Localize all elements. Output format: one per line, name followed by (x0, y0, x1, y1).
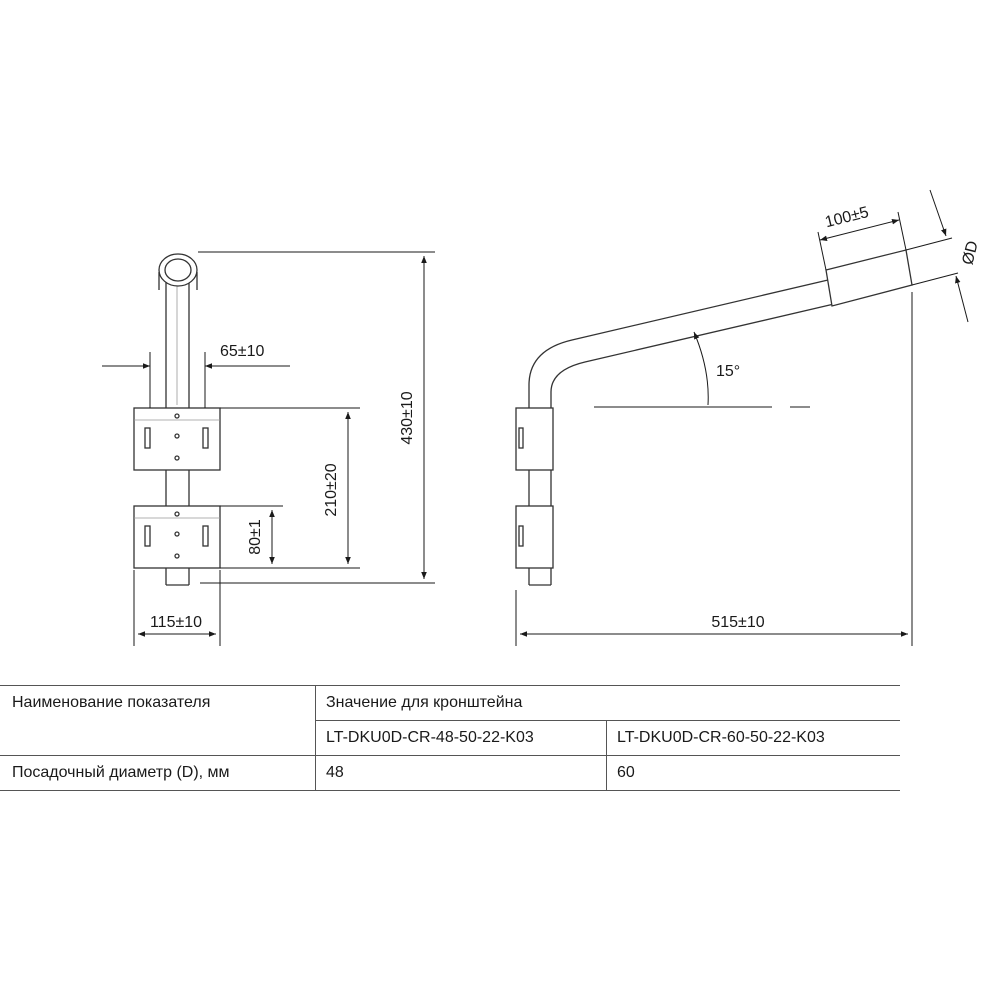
front-dimensions (102, 251, 435, 646)
header-value-cell: Значение для кронштейна (315, 685, 900, 721)
front-tube-end (158, 253, 198, 290)
model-2-cell: LT-DKU0D-CR-60-50-22-K03 (606, 720, 900, 756)
dim-height-total-label: 430±10 (399, 391, 416, 444)
table-row: Посадочный диаметр (D), мм 48 60 (0, 755, 900, 791)
dim-height-plates-label: 210±20 (323, 463, 340, 516)
table-row: Наименование показателя Значение для кро… (0, 685, 900, 721)
model-1-cell: LT-DKU0D-CR-48-50-22-K03 (315, 720, 607, 756)
row-value-1-cell: 48 (315, 755, 607, 791)
front-view (133, 253, 221, 586)
header-param-cell: Наименование показателя (0, 685, 316, 721)
front-upper-plate (133, 407, 221, 471)
empty-cell (0, 721, 316, 756)
side-upper-plate (515, 407, 554, 471)
side-lower-plate (515, 505, 554, 569)
side-dimensions (515, 189, 969, 646)
side-view (515, 249, 913, 586)
dim-height-plate-label: 80±1 (247, 519, 264, 555)
side-arm (528, 279, 835, 408)
side-sleeve (825, 249, 913, 307)
dim-width-plate-label: 115±10 (150, 614, 202, 631)
front-lower-plate (133, 505, 221, 569)
dim-angle-label: 15° (716, 363, 740, 380)
dim-diameter-label: ØD (959, 239, 981, 266)
table-row: LT-DKU0D-CR-48-50-22-K03 LT-DKU0D-CR-60-… (0, 720, 900, 756)
side-post (528, 470, 552, 586)
dim-sleeve-length-label: 100±5 (823, 204, 870, 231)
row-value-2-cell: 60 (606, 755, 900, 791)
dim-reach-label: 515±10 (711, 614, 764, 631)
dim-width-top-label: 65±10 (220, 343, 264, 360)
front-dimension-labels: 65±10 430±10 210±20 80±1 115±10 (150, 343, 416, 631)
spec-table: Наименование показателя Значение для кро… (0, 685, 900, 791)
row-param-cell: Посадочный диаметр (D), мм (0, 755, 316, 791)
